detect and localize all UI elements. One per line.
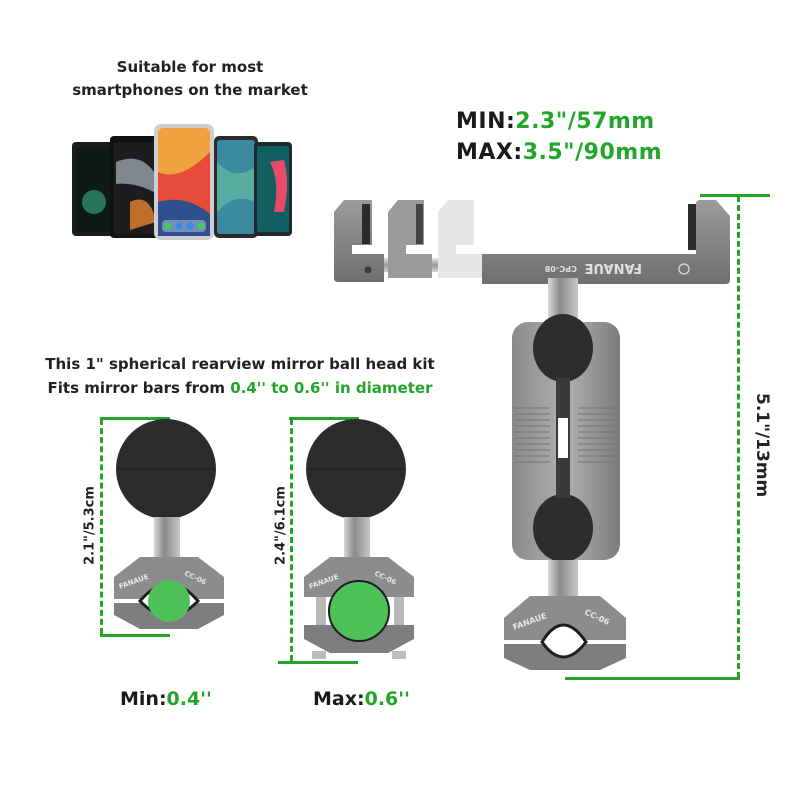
ballhead-2-size: Max:0.6'' xyxy=(313,688,410,710)
kit-line2-highlight: 0.4'' to 0.6'' in diameter xyxy=(230,379,433,397)
ballhead-2-bottom-line xyxy=(278,661,358,664)
ballhead-2-height-label: 2.4"/6.1cm xyxy=(273,486,289,565)
ballhead-1-size-label: Min: xyxy=(120,688,167,710)
ballhead-1-size-value: 0.4'' xyxy=(166,688,212,710)
min-width-row: MIN:2.3"/57mm xyxy=(456,106,662,137)
phone-holder-cradle: FANAUE CPC-08 xyxy=(334,200,730,284)
overall-height-label: 5.1"/13mm xyxy=(752,393,772,498)
ballhead-2-height-line xyxy=(290,419,293,661)
max-label: MAX: xyxy=(456,140,523,165)
ballhead-2-size-value: 0.6'' xyxy=(364,688,410,710)
ballhead-1-size: Min:0.4'' xyxy=(120,688,212,710)
ballhead-2-image: FANAUE CC-06 xyxy=(304,419,414,659)
min-value: 2.3"/57mm xyxy=(515,109,655,134)
ballhead-1-top-line xyxy=(100,417,170,420)
top-caption: Suitable for most smartphones on the mar… xyxy=(40,56,340,102)
ballhead-1-height-line xyxy=(100,419,103,634)
kit-line2-prefix: Fits mirror bars from xyxy=(47,379,231,397)
ballhead-2-top-line xyxy=(289,417,359,420)
ballhead-1-height-label: 2.1"/5.3cm xyxy=(82,486,98,565)
ballhead-1-fit-circle xyxy=(148,580,190,622)
holder-brand: FANAUE xyxy=(585,260,642,275)
double-socket-arm: FANAUE CC-06 xyxy=(504,278,626,670)
ballhead-2-fit-circle xyxy=(328,580,390,642)
kit-line1: This 1" spherical rearview mirror ball h… xyxy=(45,355,435,373)
kit-line2: Fits mirror bars from 0.4'' to 0.6'' in … xyxy=(20,376,460,400)
kit-description: This 1" spherical rearview mirror ball h… xyxy=(20,352,460,400)
dimension-top-line xyxy=(700,194,770,197)
height-dimension-line xyxy=(737,196,740,678)
max-value: 3.5"/90mm xyxy=(522,140,663,165)
holder-model: CPC-08 xyxy=(544,264,577,273)
min-label: MIN: xyxy=(456,109,516,134)
dimension-bottom-line xyxy=(565,677,740,680)
top-caption-line2: smartphones on the market xyxy=(72,81,308,99)
phone-width-range: MIN:2.3"/57mm MAX:3.5"/90mm xyxy=(456,106,662,168)
top-caption-line1: Suitable for most xyxy=(116,58,264,76)
max-width-row: MAX:3.5"/90mm xyxy=(456,137,662,168)
ballhead-1-bottom-line xyxy=(100,634,170,637)
smartphones-image xyxy=(72,124,292,240)
ballhead-1-image: FANAUE CC-06 xyxy=(114,419,224,629)
ballhead-2-size-label: Max: xyxy=(313,688,365,710)
